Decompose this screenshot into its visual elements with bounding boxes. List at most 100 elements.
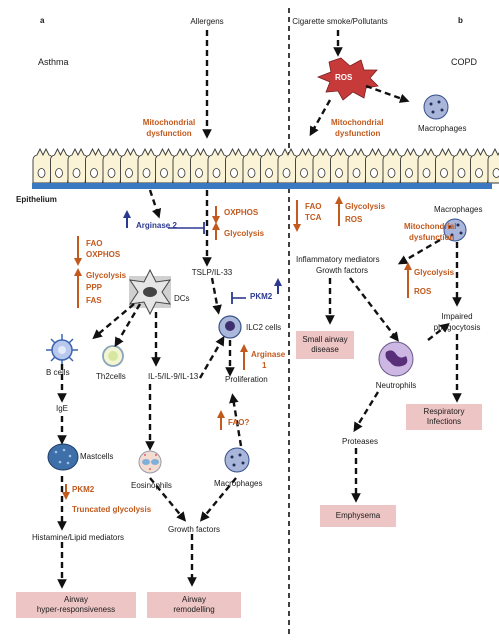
b-cell-icon <box>46 334 78 366</box>
fao-label: FAO <box>86 239 103 248</box>
ros-burst-icon <box>316 57 379 101</box>
glycolysis-dc-label: Glycolysis <box>86 271 127 280</box>
macrophages-a-label: Macrophages <box>214 479 263 488</box>
arginase1-line1: Arginase <box>251 350 286 359</box>
macrophages-b-label: Macrophages <box>434 205 483 214</box>
epithelial-cell <box>32 147 54 184</box>
dcs-label: DCs <box>174 294 190 303</box>
epithelial-cell <box>487 147 499 184</box>
epithelial-nucleus <box>387 168 396 178</box>
impaired-line1: Impaired <box>441 312 473 321</box>
ilc2-label: ILC2 cells <box>246 323 282 332</box>
flow-arrow <box>114 303 142 348</box>
outcome-ahr-line1: Airway <box>63 595 88 605</box>
allergens-label: Allergens <box>190 17 224 26</box>
epithelial-nucleus <box>160 168 168 178</box>
outcome-airway-hyperresponsiveness: Airway hyper-responsiveness <box>16 592 136 618</box>
epithelial-nucleus <box>142 168 151 178</box>
macrophages-b-top-label: Macrophages <box>418 124 467 133</box>
growth-factors-label: Growth factors <box>168 525 221 534</box>
epithelial-nucleus <box>265 168 273 178</box>
panel-a-title: Asthma <box>38 57 69 67</box>
flow-arrow <box>353 391 380 433</box>
epithelial-cell <box>330 147 351 184</box>
epithelial-cell <box>190 147 211 184</box>
epithelial-cell <box>417 147 439 184</box>
pkm2-ilc2-label: PKM2 <box>250 292 273 301</box>
epithelial-nucleus <box>177 168 186 178</box>
epithelial-cell <box>207 147 229 184</box>
ppp-label: PPP <box>86 283 103 292</box>
epithelium-label: Epithelium <box>16 195 57 204</box>
outcome-emphysema-text: Emphysema <box>335 511 381 521</box>
macrophage-icon-b <box>443 218 467 242</box>
flow-arrow <box>427 323 450 341</box>
epithelial-cell <box>85 147 106 184</box>
epithelial-nucleus <box>335 168 343 178</box>
epithelial-nucleus <box>352 168 361 178</box>
epithelial-cell <box>260 147 281 184</box>
epithelial-nucleus <box>300 168 308 178</box>
epithelial-cell <box>347 147 369 184</box>
outcome-remodelling-line2: remodelling <box>173 605 215 614</box>
pkm2-mast-label: PKM2 <box>72 485 95 494</box>
epithelial-cell <box>50 147 71 184</box>
flow-arrow <box>365 84 410 103</box>
epithelial-cell <box>277 147 299 184</box>
epithelial-cell <box>225 147 246 184</box>
panel-b-title: COPD <box>451 57 478 67</box>
tca-label: TCA <box>305 213 322 222</box>
outcome-sad-line2: disease <box>311 345 339 354</box>
ros-b-label: ROS <box>345 215 363 224</box>
flow-arrow <box>149 477 187 522</box>
epithelial-nucleus <box>405 168 413 178</box>
panel-b-letter: b <box>458 16 463 25</box>
il5-label: IL-5/IL-9/IL-13 <box>148 372 199 381</box>
outcome-emphysema: Emphysema <box>320 505 396 527</box>
bcells-label: B cells <box>46 368 70 377</box>
histamine-label: Histamine/Lipid mediators <box>32 533 125 542</box>
epithelial-nucleus <box>90 168 98 178</box>
flow-arrow <box>309 99 332 137</box>
mito-dysfunction-a-line1: Mitochondrial <box>142 118 196 127</box>
th2-label: Th2cells <box>96 372 126 381</box>
mac-mito-line2: dysfunction <box>409 233 455 242</box>
arginase2-label: Arginase 2 <box>136 221 177 230</box>
epithelial-nucleus <box>72 168 81 178</box>
epithelial-cell <box>172 147 194 184</box>
oxphos-dc-label: OXPHOS <box>86 250 121 259</box>
epithelial-nucleus <box>247 168 256 178</box>
impaired-line2: phagocytosis <box>433 323 481 332</box>
flow-arrow <box>148 189 162 219</box>
neutrophil-icon <box>378 341 414 377</box>
outcome-resp-line2: Infections <box>426 417 462 426</box>
flow-arrow <box>210 277 222 315</box>
flow-arrow <box>199 477 237 522</box>
epithelial-cell <box>295 147 316 184</box>
mastcells-label: Mastcells <box>80 452 114 461</box>
epithelial-cell <box>120 147 141 184</box>
epithelial-nucleus <box>475 168 483 178</box>
epithelial-cell <box>452 147 474 184</box>
mac-mito-line1: Mitochondrial <box>404 222 457 231</box>
epithelial-nucleus <box>37 168 46 178</box>
th2-cell-icon <box>102 345 124 367</box>
ilc2-cell-icon <box>218 315 242 339</box>
ros-b2-label: ROS <box>414 287 432 296</box>
eosinophil-icon <box>138 450 162 474</box>
proliferation-label: Proliferation <box>225 375 268 384</box>
epithelial-nucleus <box>107 168 116 178</box>
fao-question-label: FAO? <box>228 418 250 427</box>
outcome-resp-line1: Respiratory <box>423 407 465 417</box>
epithelial-cell <box>155 147 176 184</box>
panel-a-letter: a <box>40 16 45 25</box>
epithelial-cell <box>382 147 404 184</box>
outcome-ahr-line2: hyper-responsiveness <box>36 605 116 614</box>
epithelial-cell <box>242 147 264 184</box>
neutrophils-label: Neutrophils <box>375 381 417 390</box>
inflam-line1: Inflammatory mediators <box>296 255 380 264</box>
mast-cell-icon <box>47 443 79 471</box>
tslp-label: TSLP/IL-33 <box>191 268 233 277</box>
